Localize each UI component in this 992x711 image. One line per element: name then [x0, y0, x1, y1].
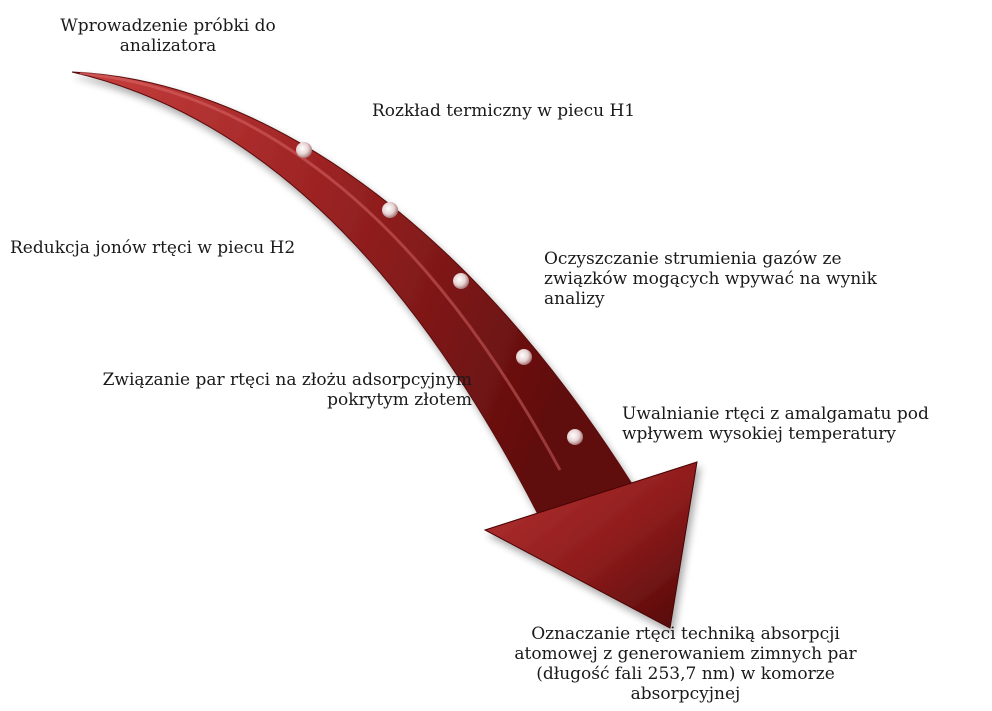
arrow-head	[483, 461, 698, 629]
step-label-gas-purification: Oczyszczanie strumienia gazów ze związkó…	[544, 249, 877, 309]
step-label-sample-introduction: Wprowadzenie próbki do analizatora	[60, 16, 276, 56]
step-label-cold-vapor-aas: Oznaczanie rtęci techniką absorpcji atom…	[514, 624, 857, 704]
step-label-thermal-decomposition: Rozkład termiczny w piecu H1	[372, 101, 636, 121]
step-beads	[296, 142, 583, 445]
step-bead	[296, 142, 312, 158]
step-label-gold-adsorption: Związanie par rtęci na złożu adsorpcyjny…	[102, 370, 472, 410]
step-bead	[453, 273, 469, 289]
step-bead	[516, 349, 532, 365]
arrow-highlight	[79, 71, 562, 471]
step-label-amalgam-release: Uwalnianie rtęci z amalgamatu pod wpływe…	[622, 404, 929, 444]
step-bead	[567, 429, 583, 445]
step-label-mercury-reduction: Redukcja jonów rtęci w piecu H2	[10, 238, 296, 258]
step-bead	[382, 202, 398, 218]
